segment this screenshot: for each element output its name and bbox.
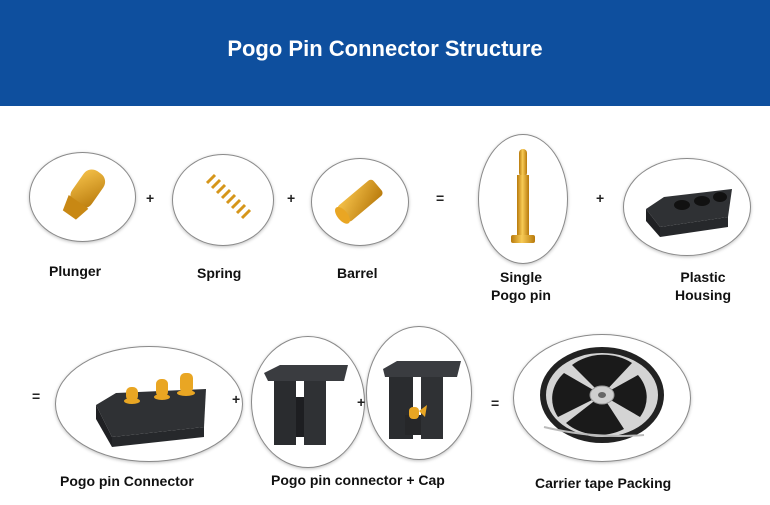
connector-cap-oval-1 xyxy=(251,336,365,468)
barrel-oval xyxy=(311,158,409,246)
title-banner: Pogo Pin Connector Structure xyxy=(0,0,770,106)
plus-operator: + xyxy=(146,190,155,206)
connector-cap-label: Pogo pin connector + Cap xyxy=(271,472,445,488)
single-pin-label: Single Pogo pin xyxy=(486,268,556,304)
spring-icon xyxy=(205,173,252,220)
housing-oval xyxy=(623,158,751,256)
connector-label: Pogo pin Connector xyxy=(60,473,194,489)
single-pin-icon xyxy=(511,149,535,243)
equals-operator: = xyxy=(32,388,41,404)
plus-operator: + xyxy=(596,190,605,206)
carrier-oval xyxy=(513,334,691,462)
spring-label: Spring xyxy=(197,265,242,281)
housing-label-line1: Plastic xyxy=(680,269,726,285)
plunger-oval xyxy=(29,152,136,242)
plus-operator: + xyxy=(232,391,241,407)
connector-oval xyxy=(55,346,243,462)
cap-with-pin-icon xyxy=(383,361,461,439)
housing-label-line2: Housing xyxy=(675,287,731,303)
pogo-pin-connector-icon xyxy=(96,373,206,447)
equals-operator: = xyxy=(436,190,445,206)
barrel-label: Barrel xyxy=(337,265,378,281)
page-title: Pogo Pin Connector Structure xyxy=(227,36,543,61)
single-pin-oval xyxy=(478,134,568,264)
plunger-icon xyxy=(62,169,106,220)
barrel-icon xyxy=(335,179,383,224)
spring-oval xyxy=(172,154,274,246)
connector-cap-oval-2 xyxy=(366,326,472,460)
plus-operator: + xyxy=(357,394,366,410)
equals-operator: = xyxy=(491,395,500,411)
plus-operator: + xyxy=(287,190,296,206)
housing-label: Plastic Housing xyxy=(663,268,743,304)
single-pin-label-line1: Single xyxy=(499,269,542,285)
carrier-tape-reel-icon xyxy=(540,347,664,443)
carrier-label: Carrier tape Packing xyxy=(535,475,672,491)
single-pin-label-line2: Pogo pin xyxy=(491,287,551,303)
cap-icon xyxy=(264,365,348,445)
plunger-label: Plunger xyxy=(49,263,102,279)
plastic-housing-icon xyxy=(646,189,732,237)
